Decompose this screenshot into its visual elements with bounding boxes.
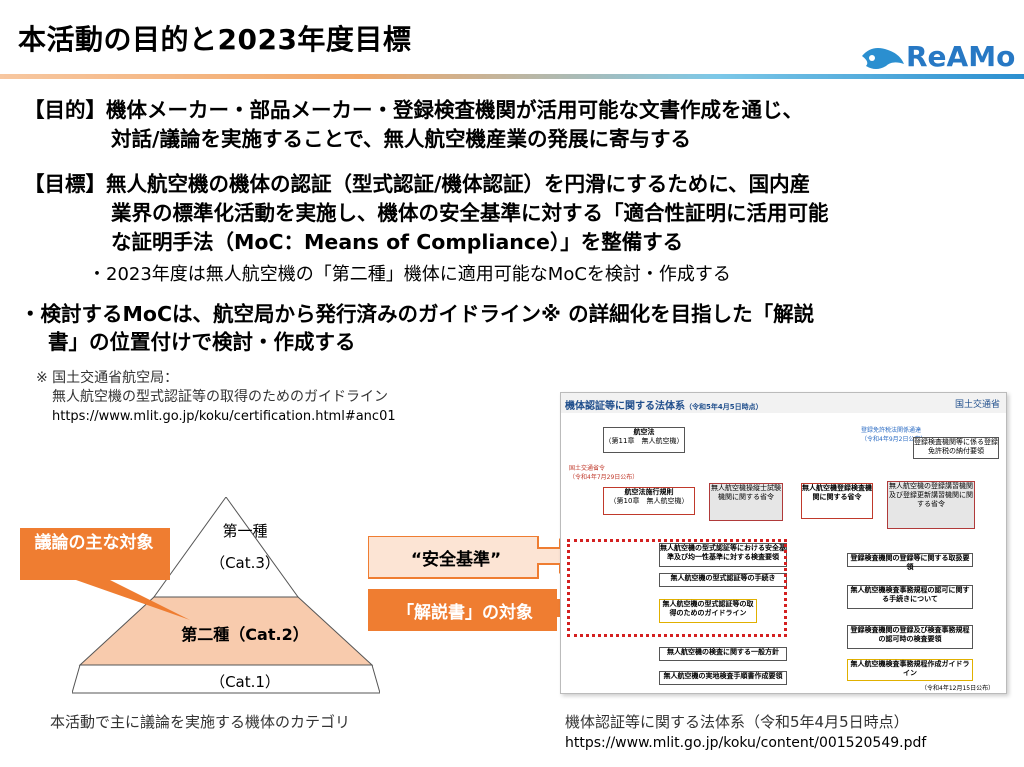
doc-law: 航空法（第11章 無人航空機）: [603, 427, 685, 453]
doc-org: 国土交通省: [954, 400, 1000, 410]
doc-rules: 航空法施行規則（第10章 無人航空機）: [603, 487, 695, 515]
pyramid-top-cat: （Cat.3）: [210, 554, 280, 572]
callout-safety-standard: “安全基準”: [410, 550, 502, 570]
doc-header: [561, 393, 1006, 413]
moc-line1: 検討するMoCは、航空局から発行済みのガイドライン※ の詳細化を目指した「解説: [40, 302, 815, 326]
doc-c4: 無人航空機の検査に関する一般方針: [659, 647, 787, 661]
callout-discussion: 議論の主な対象: [34, 533, 154, 553]
logo-text: ReAMo: [906, 40, 1016, 73]
doc-g1: 無人航空機操縦士試験機関に関する省令: [709, 483, 783, 521]
law-system-document: 機体認証等に関する法体系（令和5年4月5日時点） 国土交通省 航空法（第11章 …: [560, 392, 1007, 694]
page-title: 本活動の目的と2023年度目標: [18, 23, 412, 56]
footnote-url[interactable]: https://www.mlit.go.jp/koku/certificatio…: [52, 409, 396, 424]
reamo-logo: ReAMo: [858, 38, 1016, 78]
pyramid-bottom-cat: （Cat.1）: [210, 673, 280, 691]
doc-ordinance: 国土交通省令（令和4年7月29日公布）: [569, 465, 639, 481]
moc-point: ・検討するMoCは、航空局から発行済みのガイドライン※ の詳細化を目指した「解説: [20, 300, 814, 329]
doc-r1: 登録検査機関の登録等に関する取扱要領: [847, 553, 973, 571]
footnote-line1: ※ 国土交通省航空局：: [36, 370, 179, 386]
drone-icon: [862, 48, 904, 69]
bullet-dot: ・: [20, 302, 41, 326]
pyramid-top-label: 第一種: [222, 522, 268, 540]
callout-pointer: [20, 528, 190, 620]
doc-c3: 無人航空機の型式認証等の取得のためのガイドライン: [659, 599, 757, 623]
purpose-line2: 対話/議論を実施することで、無人航空機産業の発展に寄与する: [111, 127, 692, 151]
doc-c2: 無人航空機の型式認証等の手続き: [659, 573, 787, 587]
purpose-line1: 【目的】機体メーカー・部品メーカー・登録検査機関が活用可能な文書作成を通じ、: [24, 98, 803, 122]
doc-r4-date: （令和4年12月15日公布）: [921, 685, 995, 692]
moc-line2: 書」の位置付けで検討・作成する: [48, 330, 356, 354]
pyramid-bottom: [72, 664, 380, 694]
title-divider: [0, 74, 1024, 79]
category-pyramid: [72, 497, 380, 694]
doc-title: 機体認証等に関する法体系（令和5年4月5日時点）: [565, 401, 763, 412]
doc-tax: 登録検査機関等に係る登録免許税の納付要領: [913, 437, 999, 459]
doc-g2: 無人航空機登録検査機関に関する省令: [801, 483, 873, 519]
document-url[interactable]: https://www.mlit.go.jp/koku/content/0015…: [565, 735, 927, 751]
callout-commentary: 「解説書」の対象: [397, 603, 533, 623]
goal-line1: 【目標】無人航空機の機体の認証（型式認証/機体認証）を円滑にするために、国内産: [24, 172, 811, 196]
footnote-line2: 無人航空機の型式認証等の取得のためのガイドライン: [52, 389, 388, 405]
goal-bullet: ・2023年度は無人航空機の「第二種」機体に適用可能なMoCを検討・作成する: [88, 262, 731, 288]
goal-line2: 業界の標準化活動を実施し、機体の安全基準に対する「適合性証明に活用可能: [111, 201, 829, 225]
doc-r3: 登録検査機関の登録及び検査事務規程の認可時の検査要領: [847, 625, 973, 649]
document-caption: 機体認証等に関する法体系（令和5年4月5日時点）: [565, 713, 909, 731]
bullet-dot: ・: [88, 264, 106, 285]
doc-r4: 無人航空機検査事務規程作成ガイドライン: [847, 659, 973, 681]
doc-g3: 無人航空機の登録講習機関及び登録更新講習機関に関する省令: [887, 481, 975, 529]
doc-highlight: [567, 539, 787, 637]
pyramid-caption: 本活動で主に議論を実施する機体のカテゴリ: [50, 713, 351, 731]
doc-note-r: 登録免許税法関係通達（令和4年9月2日公布）: [861, 427, 927, 443]
goal-line3: な証明手法（MoC：Means of Compliance）」を整備する: [111, 230, 684, 254]
pyramid-mid-label: 第二種（Cat.2）: [181, 625, 309, 644]
goal-bullet-text: 2023年度は無人航空機の「第二種」機体に適用可能なMoCを検討・作成する: [106, 264, 731, 285]
doc-c1: 無人航空機の型式認証等における安全基準及び均一性基準に対する検査要領: [659, 543, 787, 567]
doc-r2: 無人航空機検査事務規程の認可に関する手続きについて: [847, 585, 973, 609]
callout-arrows: [368, 536, 604, 631]
doc-c5: 無人航空機の実地検査手順書作成要領: [659, 671, 787, 685]
